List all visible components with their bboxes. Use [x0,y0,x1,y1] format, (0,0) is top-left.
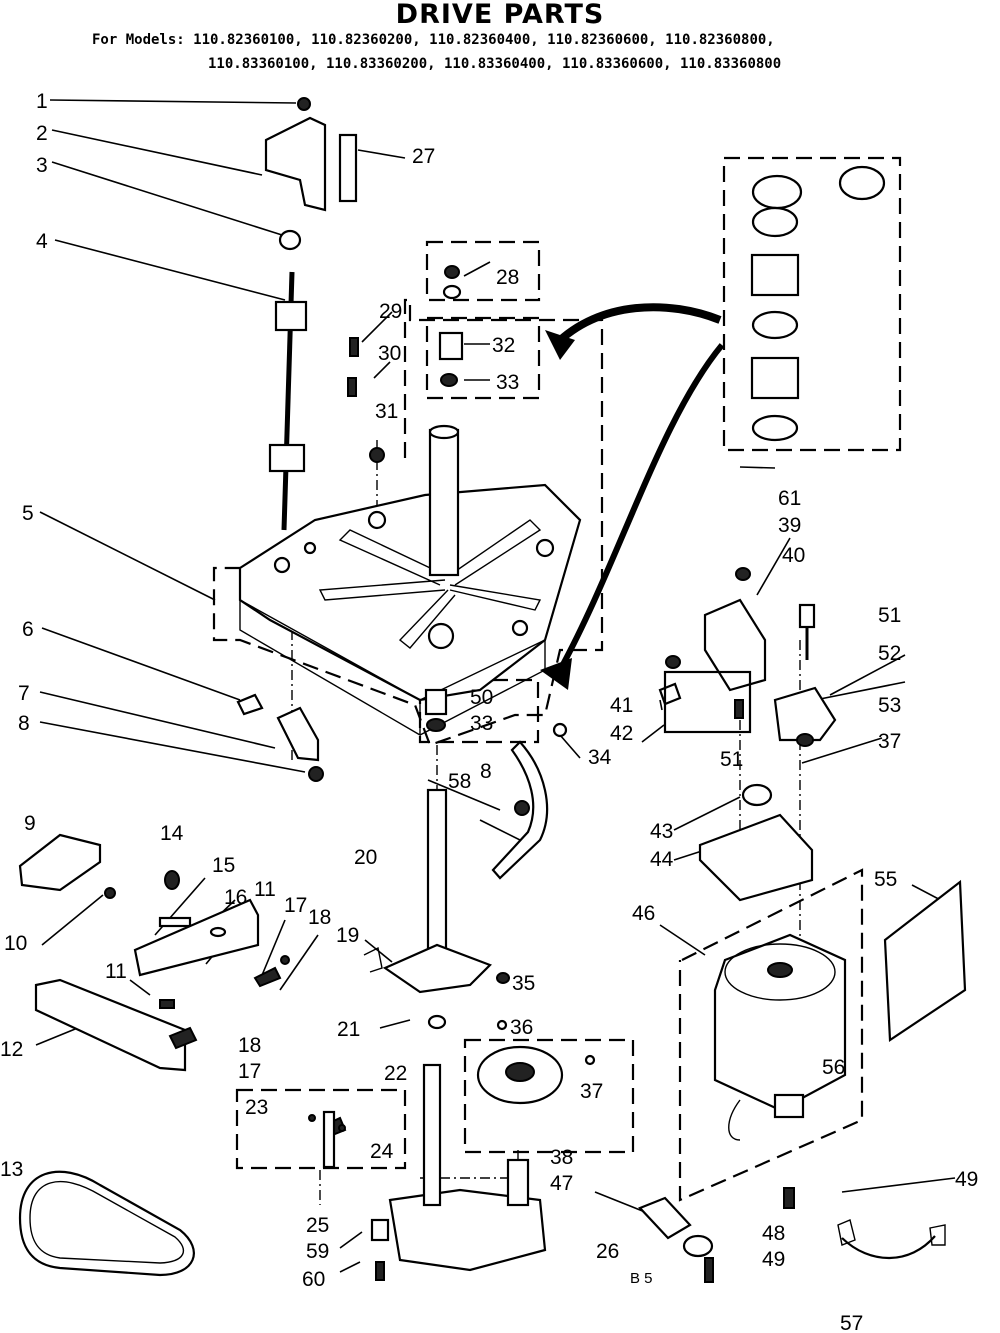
callout-10: 10 [4,932,27,955]
callout-6: 6 [22,618,34,641]
callout-59: 59 [306,1240,329,1263]
callout-17b: 17 [238,1060,261,1083]
callout-25: 25 [306,1214,329,1237]
callout-33a: 33 [496,371,519,394]
callout-14: 14 [160,822,184,845]
callout-56: 56 [822,1056,845,1079]
callout-33b: 33 [470,712,493,735]
callout-58: 58 [448,770,471,793]
callout-16: 16 [224,886,247,909]
group-outlines [212,156,902,1205]
callout-49a: 49 [955,1168,978,1191]
callout-46: 46 [632,902,655,925]
callout-38: 38 [550,1146,573,1169]
callout-57: 57 [840,1312,863,1333]
callout-51a: 51 [878,604,901,627]
parts [18,97,967,1283]
callout-labels: 1 2 3 4 27 29 30 31 28 32 33 5 6 7 8 50 … [0,90,978,1333]
callout-44: 44 [650,848,674,871]
model-numbers-line-2: 110.83360100, 110.83360200, 110.83360400… [208,56,782,72]
page-title: DRIVE PARTS [395,0,605,30]
callout-11b: 11 [105,960,127,983]
callout-7: 7 [18,682,30,705]
callout-23: 23 [245,1096,268,1119]
callout-30: 30 [378,342,401,365]
callout-40: 40 [782,544,805,567]
callout-37b: 37 [878,730,901,753]
callout-61: 61 [778,487,801,510]
callout-34: 34 [588,746,612,769]
callout-37a: 37 [580,1080,603,1103]
callout-31: 31 [375,400,398,423]
callout-51b: 51 [720,748,743,771]
callout-24: 24 [370,1140,394,1163]
page-code: B 5 [630,1270,653,1287]
callout-39: 39 [778,514,801,537]
callout-21: 21 [337,1018,360,1041]
callout-36: 36 [510,1016,533,1039]
callout-55: 55 [874,868,897,891]
callout-17a: 17 [284,894,307,917]
callout-1: 1 [36,90,48,113]
callout-42: 42 [610,722,633,745]
callout-13: 13 [0,1158,23,1181]
callout-52: 52 [878,642,901,665]
callout-15: 15 [212,854,235,877]
callout-8a: 8 [18,712,30,735]
callout-11a: 11 [254,878,276,901]
callout-8b: 8 [480,760,492,783]
callout-5: 5 [22,502,34,525]
callout-26: 26 [596,1240,619,1263]
callout-35: 35 [512,972,535,995]
callout-12: 12 [0,1038,23,1061]
callout-32: 32 [492,334,515,357]
leader-lines [35,99,956,1273]
callout-22: 22 [384,1062,407,1085]
callout-18b: 18 [238,1034,261,1057]
callout-49b: 49 [762,1248,785,1271]
callout-9: 9 [24,812,36,835]
callout-50: 50 [470,686,493,709]
callout-43: 43 [650,820,673,843]
callout-3: 3 [36,154,48,177]
callout-2: 2 [36,122,48,145]
callout-48: 48 [762,1222,785,1245]
callout-47: 47 [550,1172,573,1195]
callout-20: 20 [354,846,377,869]
callout-28: 28 [496,266,519,289]
callout-53: 53 [878,694,901,717]
callout-60: 60 [302,1268,325,1291]
callout-18a: 18 [308,906,331,929]
callout-29: 29 [379,300,402,323]
callout-27: 27 [412,145,435,168]
callout-4: 4 [36,230,48,253]
callout-41: 41 [610,694,633,717]
model-numbers-line-1: For Models: 110.82360100, 110.82360200, … [92,32,775,48]
callout-19: 19 [336,924,359,947]
